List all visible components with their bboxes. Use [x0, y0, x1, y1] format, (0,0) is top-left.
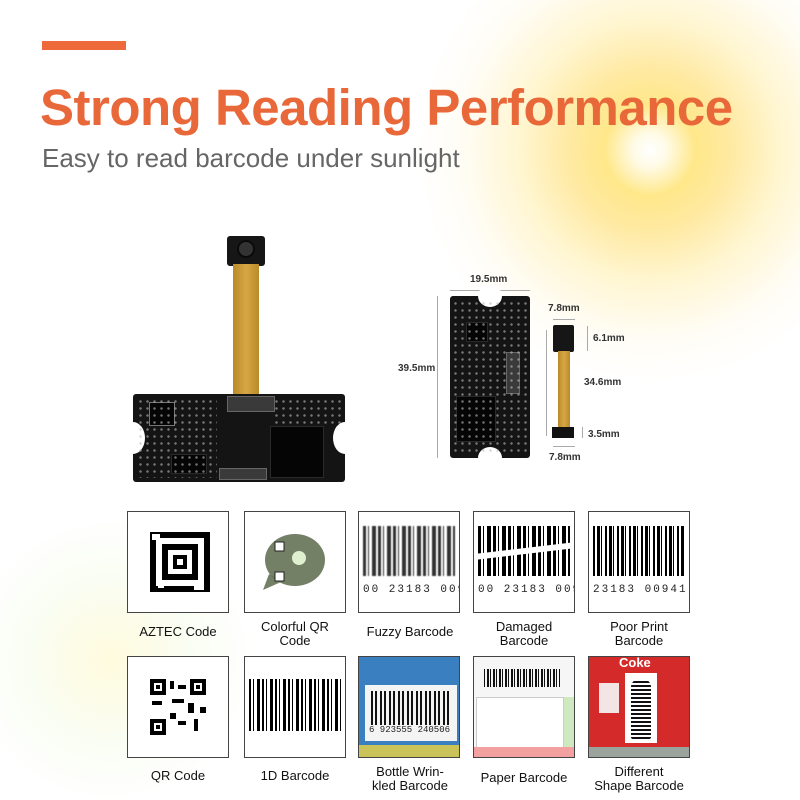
label-aztec-code: AZTEC Code: [139, 624, 217, 639]
can-brand-text: Coke: [619, 656, 651, 670]
dim-cable-length: 34.6mm: [584, 377, 622, 388]
bottle-cap-band: [359, 745, 459, 757]
dim-line: [553, 446, 575, 447]
bottle-barcode-bars: [371, 691, 449, 725]
cable-connector: [552, 427, 574, 438]
fuzzy-barcode-bars: [363, 526, 455, 576]
pcb-traces: [273, 398, 341, 424]
scanner-module-photo: [121, 236, 360, 482]
tile-paper-barcode: [473, 656, 575, 758]
dim-connector-height: 3.5mm: [588, 429, 620, 440]
accent-bar: [42, 41, 126, 50]
camera-head: [553, 325, 574, 352]
dim-camera-width-top: 7.8mm: [548, 303, 580, 314]
dim-line: [553, 319, 575, 320]
tile-different-shape-barcode: Coke: [588, 656, 690, 758]
dim-line: [546, 330, 547, 436]
side-label: [599, 683, 619, 713]
board-notch: [333, 422, 357, 454]
pcb-board: [121, 394, 357, 482]
flex-cable: [233, 264, 259, 396]
barcode-digits: 6 923555 240506: [369, 725, 451, 735]
connector: [219, 468, 267, 480]
1d-barcode-bars: [249, 679, 341, 731]
label-paper-barcode: Paper Barcode: [480, 770, 568, 785]
paper-barcode-bars: [484, 669, 560, 687]
tile-aztec-code: [127, 511, 229, 613]
tile-1d-barcode: [244, 656, 346, 758]
dim-camera-width-bottom: 7.8mm: [549, 452, 581, 463]
label-1d-barcode: 1D Barcode: [260, 768, 330, 783]
dim-board-width: 19.5mm: [470, 274, 508, 285]
tile-poor-print-barcode: 23183 00941 4: [588, 511, 690, 613]
tile-bottle-wrinkled-barcode: 6 923555 240506: [358, 656, 460, 758]
paper-sheet: [476, 697, 564, 749]
label-bottle-wrinkled-barcode: Bottle Wrin-kled Barcode: [372, 764, 448, 793]
dim-line: [582, 427, 583, 438]
barcode-digits: 00 23183 0094: [363, 584, 459, 596]
bottle-shape-barcode: [631, 679, 651, 739]
camera-lens: [237, 240, 255, 258]
tile-fuzzy-barcode: 00 23183 0094: [358, 511, 460, 613]
damage-crack: [474, 542, 574, 560]
label-fuzzy-barcode: Fuzzy Barcode: [366, 624, 454, 639]
can-bottom-rim: [589, 747, 689, 757]
barcode-digits: 23183 00941 4: [593, 584, 689, 596]
flex-cable: [558, 351, 570, 429]
dim-camera-height: 6.1mm: [593, 333, 625, 344]
page-title: Strong Reading Performance: [40, 79, 733, 136]
qr-code-icon: [150, 679, 206, 735]
camera-head: [227, 236, 265, 266]
colorful-qr-icon: [263, 534, 325, 590]
pcb-board-front: [450, 285, 530, 469]
processor-chip: [270, 426, 324, 478]
dim-board-height: 39.5mm: [398, 363, 436, 374]
page-subtitle: Easy to read barcode under sunlight: [42, 143, 460, 173]
dim-line: [437, 296, 438, 458]
pcb-traces: [137, 398, 217, 478]
paper-footer-strip: [474, 747, 574, 757]
tile-qr-code: [127, 656, 229, 758]
label-qr-code: QR Code: [150, 768, 206, 783]
connector: [227, 396, 275, 412]
pcb-traces: [452, 300, 528, 454]
tile-damaged-barcode: 00 23183 0094: [473, 511, 575, 613]
poor-print-barcode-bars: [593, 526, 685, 576]
dim-line: [587, 326, 588, 351]
paper-edge: [564, 697, 574, 753]
barcode-digits: 00 23183 0094: [478, 584, 574, 596]
aztec-code-icon: [150, 532, 210, 592]
tile-colorful-qr-code: [244, 511, 346, 613]
